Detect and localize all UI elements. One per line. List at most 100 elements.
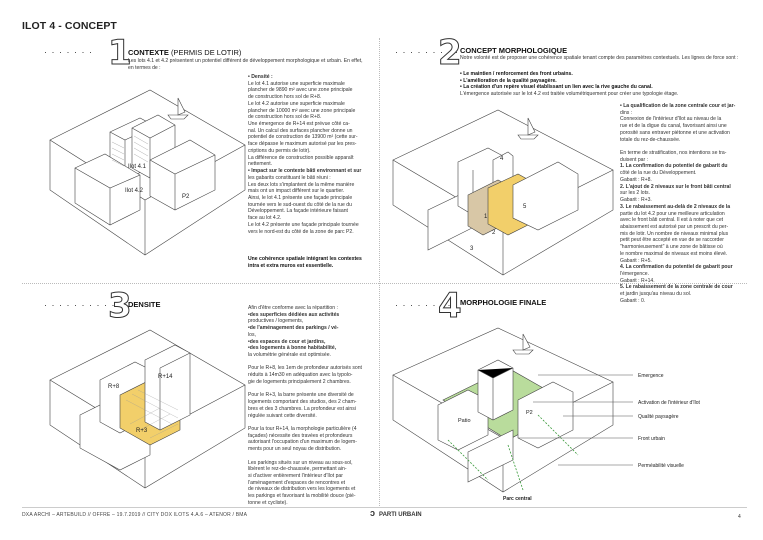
section-3-body-line xyxy=(248,386,376,393)
logo-mark-icon: ↄ xyxy=(370,508,376,518)
section-3-body-line: los, xyxy=(248,331,256,338)
legend-permeabilite: Perméabilité visuelle xyxy=(638,463,684,469)
vertical-divider xyxy=(379,38,380,508)
section-2-body: • La qualification de la zone centrale c… xyxy=(620,103,748,305)
section-3-body-line: productives / logements, xyxy=(248,318,304,325)
label-5: 5 xyxy=(523,204,527,210)
section-1-body-line: Une émergence de R+14 est prévue côté ca… xyxy=(248,121,350,128)
section-2-body-line: totale du rez-de-chaussée. xyxy=(620,136,681,143)
section-3-number: 3 xyxy=(108,286,133,326)
section-2-body-line: En terme de stratification, nos intentio… xyxy=(620,150,727,157)
section-1-body-line: face au lot 4.2. xyxy=(248,215,282,222)
section-1-title-sub: (PERMIS DE LOTIR) xyxy=(170,48,242,57)
section-2-bullet-line: • L'amélioration de la qualité paysagère… xyxy=(460,77,557,84)
section-2-bullets: • Le maintien / renforcement des front u… xyxy=(460,71,745,91)
section-2-bullet-line: • Le maintien / renforcement des front u… xyxy=(460,71,573,77)
section-3-body-line: gie de logements principalement 2 chambr… xyxy=(248,378,351,385)
section-2-body-line: Connexion de l'intérieur d'îlot au nivea… xyxy=(620,116,722,123)
section-2-body-line: Gabarit : R+5. xyxy=(620,257,652,264)
label-r3: R+3 xyxy=(136,428,148,434)
legend: Emergence Activation de l'intérieur d'îl… xyxy=(638,373,701,469)
footer-divider xyxy=(22,507,747,508)
buildings-lots xyxy=(74,114,216,226)
section-3-axonometric-drawing: R+8 R+14 R+3 xyxy=(49,329,246,489)
section-2-body-line: mis de lotir. Un nombre de niveaux minim… xyxy=(620,230,729,237)
section-2-body-line: Gabarit : R+3. xyxy=(620,197,652,204)
horizontal-divider xyxy=(22,283,747,284)
label-ilot-41: Ilot 4.1 xyxy=(128,164,147,170)
section-3-body-line: réduits à 14m30 en adéquation avec la ty… xyxy=(248,372,353,379)
legend-emergence: Emergence xyxy=(638,373,664,379)
section-1-intro: Les lots 4.1 et 4.2 présentent un potent… xyxy=(128,58,363,71)
section-4-title: MORPHOLOGIE FINALE xyxy=(460,298,547,307)
label-p2: P2 xyxy=(182,194,190,200)
section-3-body-line xyxy=(248,453,376,460)
section-1-body-line: nal. Un calcul des surfaces plancher don… xyxy=(248,127,353,134)
density-grid xyxy=(125,389,179,439)
section-2-body-line: rue et de la digue du canal, favorisant … xyxy=(620,123,727,130)
section-2-body-line: et jardin jusqu'au niveau du sol. xyxy=(620,291,692,298)
section-3-body-line: libèrent le rez-de-chaussée, permettant … xyxy=(248,466,347,473)
section-2-body-line: petit peut être accepté en vue de se rac… xyxy=(620,237,724,244)
section-3-body-line: régulée suivant cette diversité. xyxy=(248,412,317,419)
section-2-body-line: côté de la rue du Développement. xyxy=(620,170,697,177)
section-1-number: 1 xyxy=(108,33,133,73)
section-1-body-line: La différence de construction possible a… xyxy=(248,154,354,161)
footer-text: DXA ARCHI – ARTEBUILD // OFFRE – 19.7.20… xyxy=(22,512,248,518)
section-1-body-line: Le lot 4.1 autorise une superficie maxim… xyxy=(248,80,345,87)
label-1: 1 xyxy=(484,214,488,220)
section-2-body-line: porosité sans entraver piétonne et une a… xyxy=(620,129,730,136)
section-3-body-line: façades) nécessite des travées et profon… xyxy=(248,432,353,439)
section-2-body-line: avec le front bâti central. Il est à not… xyxy=(620,217,724,224)
section-1-body-line: • Impact sur le contexte bâti environnan… xyxy=(248,168,362,175)
section-1-body-line: Ainsi, le lot 4.1 présente une façade pr… xyxy=(248,194,353,201)
section-1-body-line: tournée vers le sud-ouest du côté de la … xyxy=(248,201,352,208)
section-1-axonometric-drawing: Ilot 4.1 Ilot 4.2 P2 xyxy=(49,89,246,256)
section-3-body-line: ments pour un seul noyau de distribution… xyxy=(248,446,342,453)
section-4-number: 4 xyxy=(438,286,463,326)
section-3-body-line: tonne et cycliste). xyxy=(248,499,288,506)
footer-logo-text: PARTI URBAIN xyxy=(379,512,422,518)
section-3-body-line: Les parkings situés sur un niveau au sou… xyxy=(248,459,353,466)
section-1-body-line: Le lot 4.2 autorise une superficie maxim… xyxy=(248,100,345,107)
buildings-final xyxy=(437,359,574,483)
section-3-body-line: Pour le R+3, la barre présente une diver… xyxy=(248,392,354,399)
section-2-body-line: 2. L'ajout de 2 niveaux sur le front bât… xyxy=(620,183,731,190)
section-3-body-line: si d'activer entièrement l'intérieur d'î… xyxy=(248,472,343,479)
legend-leader-lines xyxy=(518,374,633,466)
section-3-body-line: la volumétrie générale est optimisée. xyxy=(248,352,331,359)
section-1-body-line: face dépasse le maximum autorisé par les… xyxy=(248,141,357,148)
section-1-body-line: les gabarits constituant le bâti réuni : xyxy=(248,174,331,181)
section-2-arrow-dots: · · · · · · · · · xyxy=(395,47,459,57)
section-1-body-line: Développement. La façade intérieure fais… xyxy=(248,208,348,215)
section-3-title: DENSITE xyxy=(128,300,161,309)
section-2-body-line: Gabarit : R+8. xyxy=(620,176,652,183)
section-1-body-line: • Densité : xyxy=(248,74,273,80)
label-2: 2 xyxy=(492,230,496,236)
section-1-body-line: nettement. xyxy=(248,161,273,168)
section-2-body-line: dins : xyxy=(620,109,633,116)
visual-permeability-lines xyxy=(447,414,579,491)
section-3-body-line: de niveaux de distribution vers les loge… xyxy=(248,486,356,493)
section-2-body-line: le nombre maximal de niveaux est moins é… xyxy=(620,250,728,257)
section-2-axonometric-drawing: 1 2 3 4 5 xyxy=(392,109,614,276)
section-2-title: CONCEPT MORPHOLOGIQUE xyxy=(460,46,568,55)
section-3-body-line xyxy=(248,419,376,426)
section-1-conclusion: Une cohérence spatiale intégrant les con… xyxy=(248,256,362,269)
legend-front-urbain: Front urbain xyxy=(638,436,665,442)
section-3-body-line: Afin d'être conforme avec la répartition… xyxy=(248,305,338,311)
buildings-concept xyxy=(427,147,579,251)
section-1-body-line: plancher de 9890 m² avec une zone princi… xyxy=(248,87,353,94)
section-3-body-line xyxy=(248,359,376,366)
section-2-body-line: • La qualification de la zone centrale c… xyxy=(620,103,736,109)
buildings-density xyxy=(79,344,191,471)
section-2-body-line: 1. La confirmation du potentiel de gabar… xyxy=(620,163,728,170)
boat-icon xyxy=(512,333,534,355)
section-3-body-line: Pour le R+8, les 1em de profondeur autor… xyxy=(248,365,362,372)
section-1-body-line: Le lot 4.2 présente une façade principal… xyxy=(248,221,359,228)
section-1-body-line: mais ont un impact différent sur le quar… xyxy=(248,188,345,195)
section-1-body-line: potentiel de construction de 13900 m² (c… xyxy=(248,134,358,141)
label-p2: P2 xyxy=(526,410,533,416)
section-2-body-line: 5. Le rabaissement de la zone centrale d… xyxy=(620,284,733,291)
